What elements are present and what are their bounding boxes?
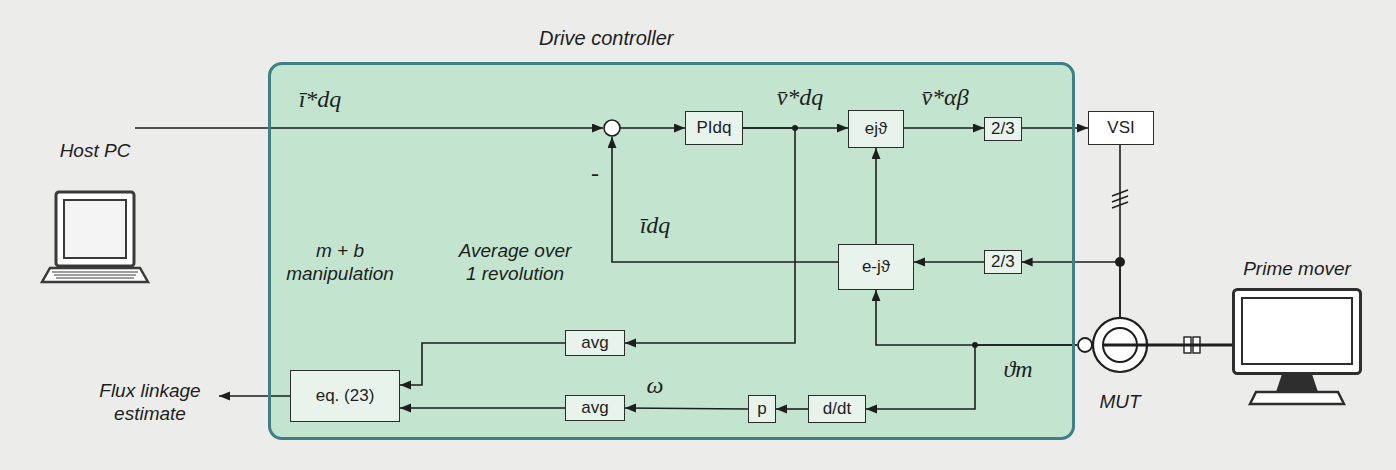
node-label: e-jϑ [862,257,890,277]
signal-connector [625,408,748,409]
signal-name: īdq [638,212,673,238]
average-box: avg [565,330,625,356]
node-label: avg [581,398,608,418]
node-heading: Prime mover [1243,258,1351,280]
node-label: p [757,399,766,419]
prime-mover: Prime mover [1232,258,1362,408]
signal-name: v̄*αβ [919,84,970,110]
derivative-box: d/dt [808,395,866,423]
average-box: avg [565,395,625,421]
signal-connector [1022,127,1088,129]
inverter-box: VSI [1088,111,1154,145]
summing-junction [604,120,620,136]
signal-name: ī*dq [297,86,344,112]
node-label: eq. (23) [316,386,375,406]
pi-controller-box: PIdq [685,111,743,145]
panel-fill [268,62,1075,440]
transform-box: 2/3 [984,250,1022,274]
laptop-icon [40,170,150,286]
signal-connector [400,407,565,409]
signal-connector [904,127,984,129]
motor-under-test: MUT [1077,317,1163,413]
node-heading: Host PC [60,140,131,162]
feedback-wire [612,137,838,262]
node-label: 2/3 [991,252,1015,272]
node-label: ejϑ [865,119,888,139]
motor-symbol [1077,317,1163,375]
signal-connector [866,345,1077,409]
node-label: d/dt [823,399,851,419]
gain-box: p [748,395,776,423]
node-heading: MUT [1099,391,1140,413]
signal-name: ϑm [1001,356,1034,382]
output-note: Flux linkage estimate [85,380,215,426]
signal-connector [400,343,565,385]
signal-connector [914,261,984,263]
signal-connector [876,290,1077,345]
block-note: m + b manipulation [278,240,403,286]
sign-mark: - [589,160,601,186]
node-label: VSI [1107,118,1134,138]
node-label: 2/3 [991,119,1015,139]
error-wire [620,127,685,129]
output-wire [219,395,290,397]
monitor-icon [1232,288,1362,408]
rotation-box: ejϑ [848,110,904,148]
signal-connector [1163,344,1232,347]
rotation-box: e-jϑ [838,244,914,290]
host-pc: Host PC [40,140,150,286]
equation-box: eq. (23) [290,370,400,422]
block-note: Average over 1 revolution [452,240,578,286]
signal-name: ω [645,372,666,398]
node-label: Drive controller [539,27,673,50]
signal-name: v̄*dq [775,84,826,110]
transform-box: 2/3 [984,117,1022,141]
signal-connector [875,148,877,244]
reference-wire [135,127,603,129]
signal-connector [776,408,808,410]
node-label: avg [581,333,608,353]
node-label: PIdq [697,118,732,138]
signal-connector [625,128,795,343]
signal-connector [1022,262,1120,317]
